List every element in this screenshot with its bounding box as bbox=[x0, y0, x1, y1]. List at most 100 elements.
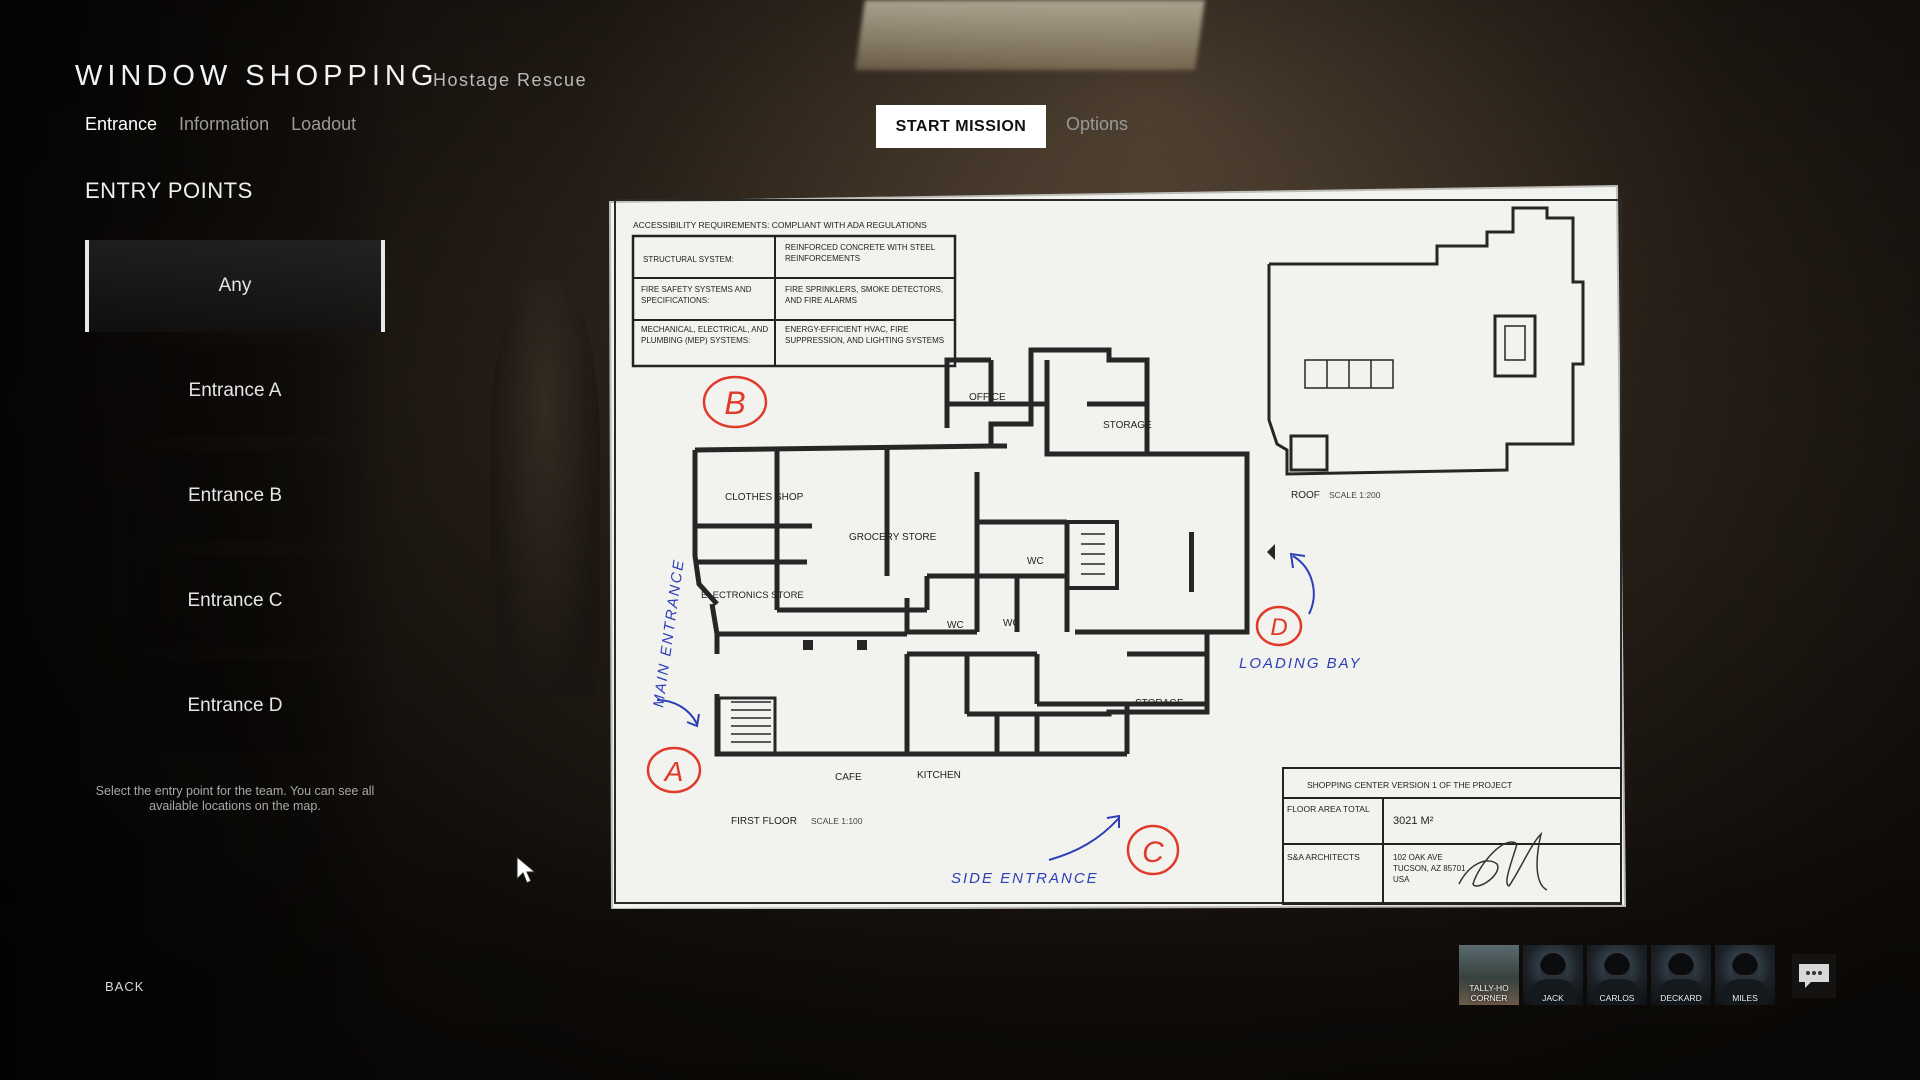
room-storage-bottom: STORAGE bbox=[1135, 698, 1184, 709]
spec-value-mep: ENERGY-EFFICIENT HVAC, FIRE SUPPRESSION,… bbox=[785, 325, 945, 345]
entry-option-any[interactable]: Any bbox=[85, 240, 385, 332]
marker-d-label: D bbox=[1270, 614, 1287, 641]
spec-label-mep-wrap: MECHANICAL, ELECTRICAL, AND PLUMBING (ME… bbox=[641, 325, 769, 345]
spec-label-structural: STRUCTURAL SYSTEM: bbox=[643, 255, 734, 264]
team-slot-label: DECKARD bbox=[1660, 993, 1702, 1003]
marker-b: B bbox=[702, 375, 768, 429]
mission-mode: Hostage Rescue bbox=[433, 70, 588, 90]
spec-label-fire: FIRE SAFETY SYSTEMS AND SPECIFICATIONS: bbox=[641, 285, 752, 305]
loading-wall bbox=[1189, 532, 1194, 592]
title-block-area-value: 3021 M² bbox=[1393, 815, 1434, 827]
tab-information[interactable]: Information bbox=[179, 114, 270, 134]
team-slot-jack[interactable]: JACK bbox=[1523, 945, 1583, 1005]
room-kitchen: KITCHEN bbox=[917, 770, 961, 781]
spec-value-structural: REINFORCED CONCRETE WITH STEEL REINFORCE… bbox=[785, 243, 935, 263]
team-roster: TALLY-HO CORNER JACK CARLOS DECKARD MILE… bbox=[1459, 945, 1775, 1005]
spec-table bbox=[631, 234, 957, 368]
tab-entrance[interactable]: Entrance bbox=[85, 114, 158, 134]
entry-hint: Select the entry point for the team. You… bbox=[95, 784, 375, 813]
room-storage-top: STORAGE bbox=[1103, 420, 1152, 431]
avatar bbox=[1604, 953, 1630, 981]
chat-button[interactable] bbox=[1792, 954, 1836, 998]
roof-label: ROOF bbox=[1291, 490, 1320, 501]
spec-value-fire: FIRE SPRINKLERS, SMOKE DETECTORS, AND FI… bbox=[785, 285, 944, 305]
title-block bbox=[1282, 767, 1622, 905]
marker-c-label: C bbox=[1142, 836, 1164, 869]
title-block-address-3: USA bbox=[1393, 875, 1410, 884]
roof-scale: SCALE 1:200 bbox=[1329, 490, 1381, 500]
arrow-loading-bay-head bbox=[1289, 552, 1306, 569]
main-nav: Entrance Information Loadout bbox=[85, 114, 356, 135]
team-slot-location[interactable]: TALLY-HO CORNER bbox=[1459, 945, 1519, 1005]
team-slot-label: JACK bbox=[1542, 993, 1564, 1003]
team-slot-carlos[interactable]: CARLOS bbox=[1587, 945, 1647, 1005]
marker-d: D bbox=[1255, 605, 1303, 647]
first-floor-scale: SCALE 1:100 bbox=[811, 816, 863, 826]
avatar bbox=[1732, 953, 1758, 981]
annotation-side-entrance: SIDE ENTRANCE bbox=[951, 870, 1099, 887]
blueprint-map: ACCESSIBILITY REQUIREMENTS: COMPLIANT WI… bbox=[607, 184, 1627, 909]
title-block-area-label: FLOOR AREA TOTAL bbox=[1287, 804, 1370, 814]
tab-loadout[interactable]: Loadout bbox=[291, 114, 357, 134]
room-grocery-store: GROCERY STORE bbox=[849, 532, 937, 543]
marker-a: A bbox=[646, 746, 702, 794]
avatar-body bbox=[1723, 979, 1767, 1005]
accessibility-text: ACCESSIBILITY REQUIREMENTS: COMPLIANT WI… bbox=[633, 220, 927, 230]
entry-option-b[interactable]: Entrance B bbox=[85, 450, 385, 542]
arrow-loading-bay bbox=[1292, 555, 1315, 615]
spec-value-fire-wrap: FIRE SPRINKLERS, SMOKE DETECTORS, AND FI… bbox=[785, 285, 944, 305]
room-wc-center: WC bbox=[1027, 556, 1044, 567]
team-slot-label: CARLOS bbox=[1599, 993, 1635, 1003]
entry-points-title: ENTRY POINTS bbox=[85, 178, 253, 203]
team-slot-label: MILES bbox=[1732, 993, 1758, 1003]
arrow-main-entrance bbox=[656, 699, 698, 725]
blueprint-border bbox=[614, 199, 1622, 904]
options-link[interactable]: Options bbox=[1066, 114, 1129, 134]
mission-title: WINDOW SHOPPING bbox=[75, 60, 439, 92]
entry-option-d[interactable]: Entrance D bbox=[85, 660, 385, 752]
arrow-side-entrance bbox=[1048, 817, 1120, 861]
team-slot-miles[interactable]: MILES bbox=[1715, 945, 1775, 1005]
marker-c: C bbox=[1126, 824, 1180, 876]
spec-value-structural-wrap: REINFORCED CONCRETE WITH STEEL REINFORCE… bbox=[785, 243, 935, 263]
spec-value-mep-wrap: ENERGY-EFFICIENT HVAC, FIRE SUPPRESSION,… bbox=[785, 325, 945, 345]
title-block-address-1: 102 OAK AVE bbox=[1393, 853, 1443, 862]
avatar-body bbox=[1531, 979, 1575, 1005]
team-slot-label: TALLY-HO CORNER bbox=[1469, 983, 1509, 1003]
team-slot-deckard[interactable]: DECKARD bbox=[1651, 945, 1711, 1005]
stairs-center bbox=[1081, 533, 1105, 575]
pillar bbox=[857, 640, 867, 650]
avatar-body bbox=[1659, 979, 1703, 1005]
title-block-area-label-wrap: FLOOR AREA TOTAL bbox=[1287, 804, 1370, 814]
avatar bbox=[1540, 953, 1566, 981]
spec-label-mep: MECHANICAL, ELECTRICAL, AND PLUMBING (ME… bbox=[641, 325, 769, 345]
room-cafe: CAFE bbox=[835, 772, 862, 783]
left-panel-shade bbox=[0, 0, 400, 1080]
room-office: OFFICE bbox=[969, 392, 1006, 403]
stairs-bottom bbox=[717, 696, 777, 756]
avatar-body bbox=[1595, 979, 1639, 1005]
annotation-loading-bay: LOADING BAY bbox=[1239, 655, 1362, 672]
avatar bbox=[1668, 953, 1694, 981]
arrow-side-entrance-head bbox=[1106, 814, 1120, 828]
spec-label-fire-wrap: FIRE SAFETY SYSTEMS AND SPECIFICATIONS: bbox=[641, 285, 752, 305]
first-floor-label: FIRST FLOOR bbox=[731, 816, 797, 827]
architect-signature bbox=[1458, 831, 1548, 891]
entry-point-list: Any Entrance A Entrance B Entrance C Ent… bbox=[85, 240, 385, 765]
roof-plan bbox=[1267, 206, 1585, 476]
mouse-pointer-icon bbox=[515, 855, 537, 890]
start-mission-button[interactable]: START MISSION bbox=[876, 105, 1046, 148]
arrow-main-entrance-head bbox=[686, 713, 700, 728]
title-block-project: SHOPPING CENTER VERSION 1 OF THE PROJECT bbox=[1307, 780, 1512, 790]
marker-b-label: B bbox=[724, 385, 745, 421]
title-block-architects: S&A ARCHITECTS bbox=[1287, 852, 1360, 862]
back-button[interactable]: BACK bbox=[105, 979, 145, 994]
room-wc-right: WC bbox=[1003, 618, 1020, 629]
entry-option-c[interactable]: Entrance C bbox=[85, 555, 385, 647]
marker-a-label: A bbox=[663, 756, 684, 787]
title-block-address-2: TUCSON, AZ 85701 bbox=[1393, 864, 1466, 873]
entry-option-a[interactable]: Entrance A bbox=[85, 345, 385, 437]
room-clothes-shop: CLOTHES SHOP bbox=[725, 492, 804, 503]
first-floor-plan bbox=[692, 347, 1250, 757]
pillar bbox=[803, 640, 813, 650]
